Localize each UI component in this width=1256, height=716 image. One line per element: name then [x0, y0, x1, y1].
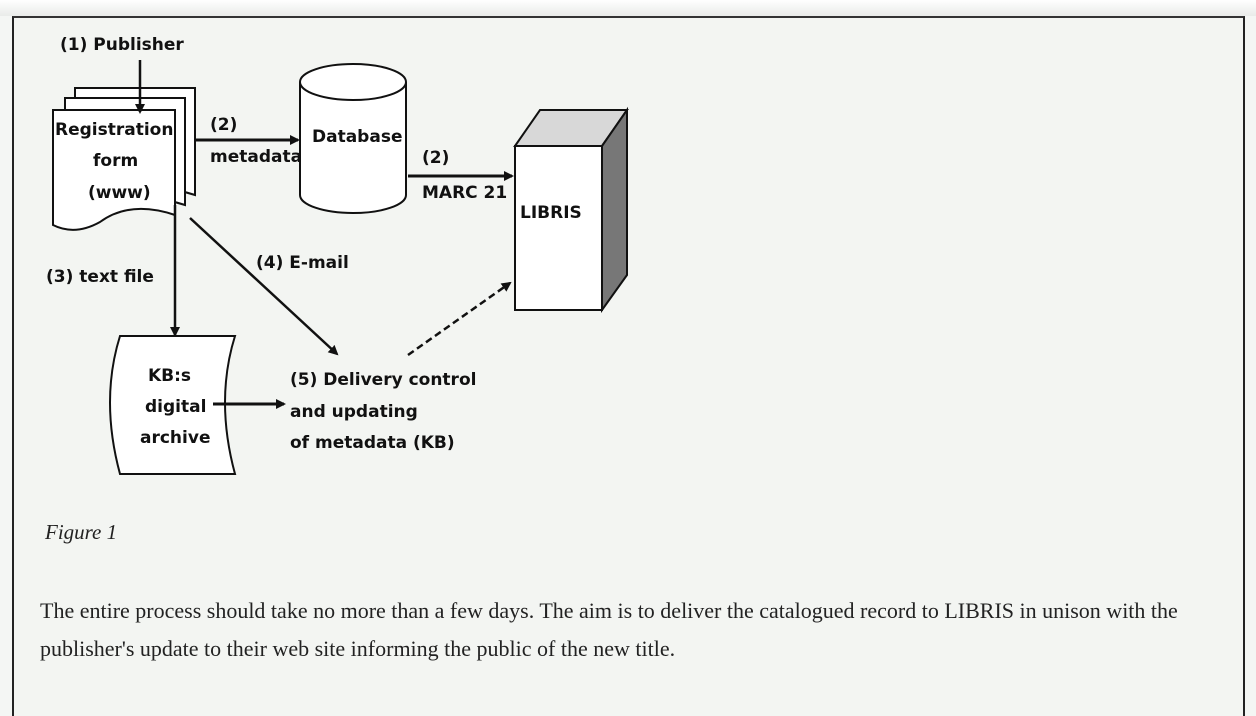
delivery-label-line1: (5) Delivery control [290, 370, 476, 390]
registration-label-line1: Registration [55, 120, 173, 140]
archive-shape [109, 335, 237, 475]
libris-label: LIBRIS [520, 203, 582, 223]
registration-label-line2: form [93, 151, 138, 171]
libris-server-box [513, 106, 629, 314]
marc-arrow-step: (2) [422, 148, 449, 168]
registration-form-document [52, 87, 196, 231]
registration-label-line3: (www) [88, 183, 151, 203]
window-top-bar [0, 0, 1256, 16]
database-cylinder [299, 63, 407, 214]
delivery-to-libris-arrow [407, 281, 512, 357]
archive-label-line1: KB:s [148, 366, 191, 386]
publisher-label: (1) Publisher [60, 35, 184, 55]
text-file-label: (3) text file [46, 267, 154, 287]
marc-arrow-label: MARC 21 [422, 183, 507, 203]
figure-caption: Figure 1 [45, 520, 118, 544]
email-label: (4) E-mail [256, 253, 349, 273]
archive-label-line3: archive [140, 428, 210, 448]
delivery-label-line2: and updating [290, 402, 418, 422]
database-label: Database [312, 127, 402, 147]
body-paragraph: The entire process should take no more t… [40, 598, 1178, 661]
metadata-arrow-step: (2) [210, 115, 237, 135]
metadata-arrow-label: metadata [210, 147, 302, 167]
delivery-label-line3: of metadata (KB) [290, 433, 455, 453]
archive-label-line2: digital [145, 397, 206, 417]
email-arrow [189, 217, 339, 356]
